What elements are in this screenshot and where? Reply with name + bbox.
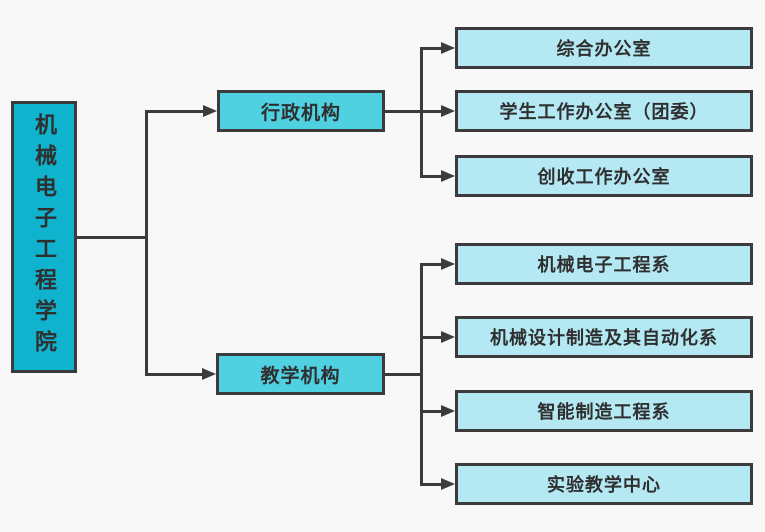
arrow-right-icon [441, 405, 455, 417]
leaf-node-experimental-center: 实验教学中心 [455, 463, 753, 505]
branch-node-teaching: 教学机构 [216, 353, 385, 395]
arrow-right-icon [441, 42, 455, 54]
leaf-node-general-office: 综合办公室 [455, 27, 753, 69]
arrow-right-icon [441, 331, 455, 343]
branch-node-administrative: 行政机构 [217, 90, 385, 132]
leaf-node-income-office: 创收工作办公室 [455, 155, 753, 197]
connector-line [148, 372, 202, 376]
connector-line [148, 109, 203, 113]
connector-line [420, 409, 441, 413]
root-node-college: 机械电子工程学院 [11, 101, 77, 373]
leaf-node-student-work-office: 学生工作办公室（团委） [455, 90, 753, 132]
leaf-node-mechatronics-dept: 机械电子工程系 [455, 243, 753, 285]
arrow-right-icon [441, 105, 455, 117]
connector-line [420, 46, 441, 50]
connector-line [77, 235, 148, 239]
connector-line [420, 109, 441, 113]
arrow-right-icon [202, 368, 216, 380]
connector-line [385, 372, 423, 376]
arrow-right-icon [203, 105, 217, 117]
connector-line [145, 109, 148, 376]
connector-line [420, 174, 441, 178]
arrow-right-icon [441, 478, 455, 490]
connector-line [420, 335, 441, 339]
leaf-node-intelligent-mfg-dept: 智能制造工程系 [455, 390, 753, 432]
connector-line [420, 482, 441, 486]
connector-line [385, 109, 423, 113]
arrow-right-icon [441, 170, 455, 182]
leaf-node-mech-design-dept: 机械设计制造及其自动化系 [455, 316, 753, 358]
connector-line [420, 262, 423, 486]
arrow-right-icon [441, 258, 455, 270]
connector-line [420, 262, 441, 266]
